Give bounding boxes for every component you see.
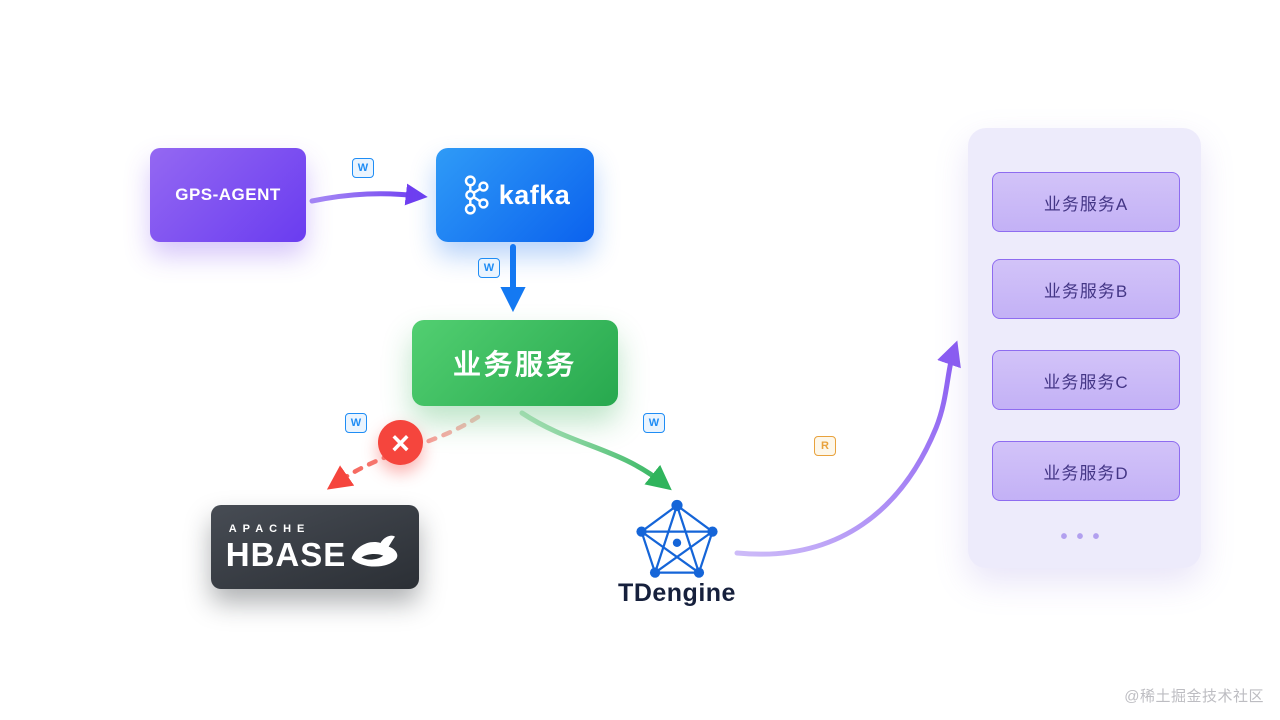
hbase-label: HBASE <box>225 535 347 573</box>
service-c-label: 业务服务C <box>1043 372 1129 392</box>
gps-to-kafka-arrow <box>309 183 428 206</box>
orca-whale-icon <box>351 535 398 567</box>
service-box-d: 业务服务D <box>992 441 1180 501</box>
tdengine-label: TDengine <box>618 579 736 607</box>
hbase-wordmark: APACHE HBASE <box>225 522 347 573</box>
blocked-x-icon: × <box>378 420 423 465</box>
business-to-hbase-arrow-blocked <box>326 414 481 490</box>
kafka-label: kafka <box>498 179 571 210</box>
service-box-a: 业务服务A <box>992 172 1180 232</box>
service-box-c: 业务服务C <box>992 350 1180 410</box>
kafka-node: kafka <box>436 148 594 242</box>
read-badge-tdengine-panel: R <box>814 436 836 456</box>
gps-agent-node: GPS-AGENT <box>150 148 306 242</box>
services-panel: 业务服务A 业务服务B 业务服务C 业务服务D ••• <box>968 128 1201 568</box>
gps-agent-label: GPS-AGENT <box>175 185 281 204</box>
watermark: @稀土掘金技术社区 <box>1124 688 1264 705</box>
kafka-logo-icon <box>464 175 489 215</box>
service-box-b: 业务服务B <box>992 259 1180 319</box>
tdengine-to-panel-arrow <box>734 340 961 557</box>
business-to-tdengine-arrow <box>519 410 672 491</box>
service-b-label: 业务服务B <box>1043 281 1129 301</box>
write-badge-business-tdengine: W <box>643 413 665 433</box>
tdengine-logo-icon <box>636 499 718 578</box>
business-service-node: 业务服务 <box>412 320 618 406</box>
write-badge-kafka-business: W <box>478 258 500 278</box>
service-d-label: 业务服务D <box>1043 463 1129 483</box>
write-badge-business-hbase: W <box>345 413 367 433</box>
write-badge-gps-kafka: W <box>352 158 374 178</box>
business-service-label: 业务服务 <box>452 349 577 380</box>
hbase-apache-label: APACHE <box>228 522 311 535</box>
more-services-dots: ••• <box>1060 526 1109 548</box>
hbase-node: APACHE HBASE <box>211 505 419 589</box>
service-a-label: 业务服务A <box>1043 194 1129 214</box>
